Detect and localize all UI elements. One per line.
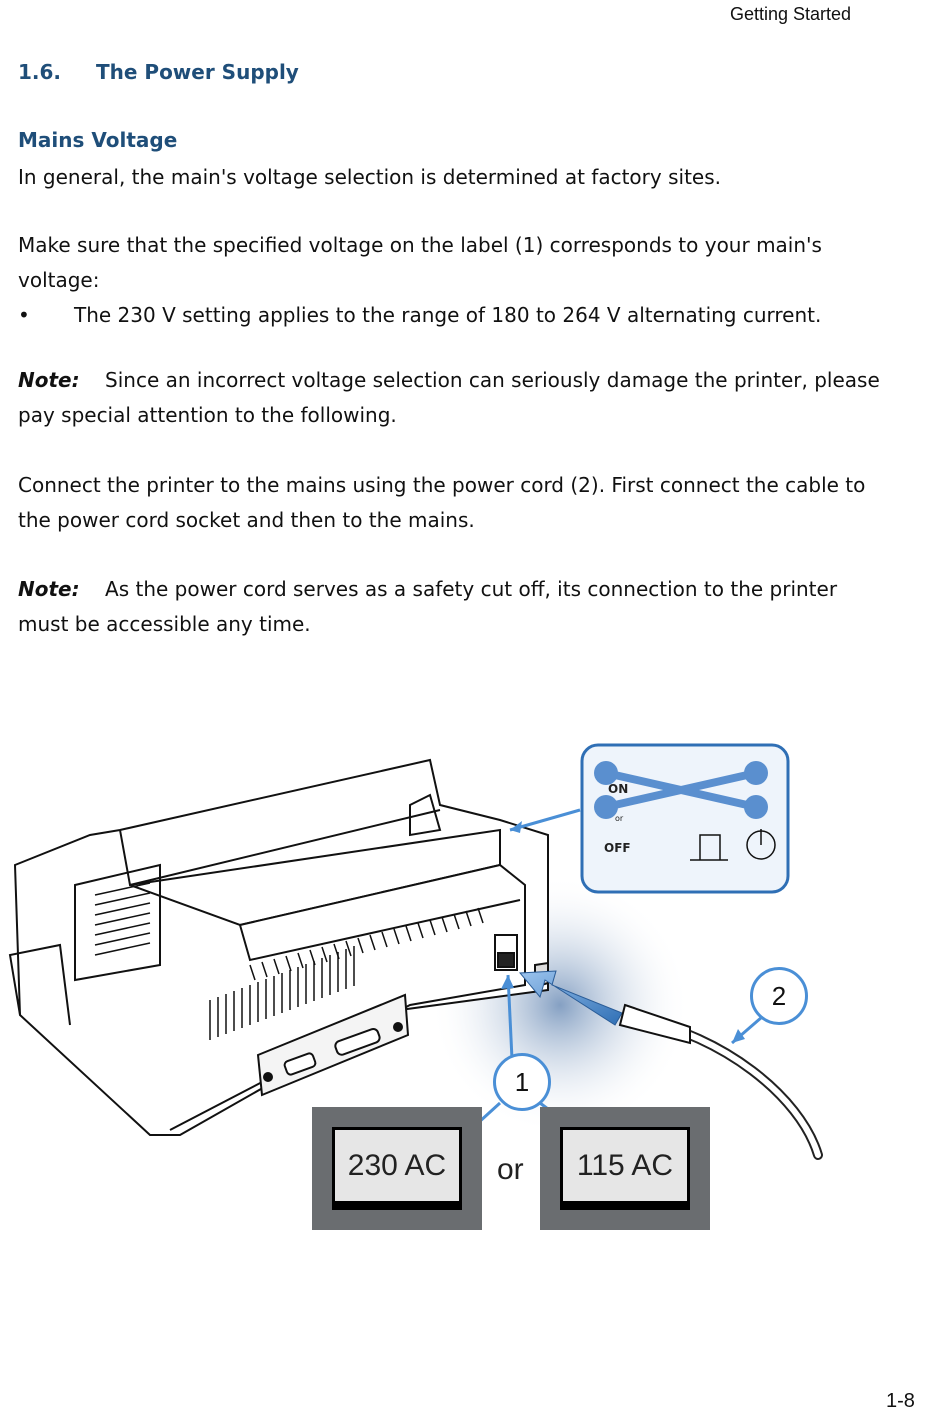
- note-text: As the power cord serves as a safety cut…: [18, 577, 838, 636]
- socket-arrow-icon: [518, 970, 623, 1026]
- label-230-ac: 230 AC: [312, 1107, 482, 1230]
- bullet-item: • The 230 V setting applies to the range …: [18, 300, 821, 330]
- label-115-text: 115 AC: [563, 1130, 687, 1201]
- label-115-ac: 115 AC: [540, 1107, 710, 1230]
- paragraph-label-check: Make sure that the specified voltage on …: [18, 233, 822, 292]
- switch-off-text: OFF: [604, 841, 631, 855]
- note-label: Note:: [18, 577, 80, 601]
- section-title: 1.6. The Power Supply: [18, 60, 299, 84]
- bullet-icon: •: [18, 303, 30, 327]
- printer-power-figure: ON or OFF 1 2 230 AC or 115 AC: [0, 735, 950, 1255]
- label-230-text: 230 AC: [335, 1130, 459, 1201]
- subheading-mains-voltage: Mains Voltage: [18, 128, 178, 152]
- note-label: Note:: [18, 368, 80, 392]
- switch-cross-lines: [602, 769, 760, 811]
- power-plug-icon: [618, 1003, 691, 1045]
- paragraph-general: In general, the main's voltage selection…: [18, 165, 721, 189]
- note-voltage: Note: Since an incorrect voltage selecti…: [18, 363, 888, 433]
- or-text: or: [497, 1153, 524, 1186]
- switch-on-text: ON: [608, 782, 628, 796]
- printer-vents: [94, 882, 484, 1040]
- note-power-cord: Note: As the power cord serves as a safe…: [18, 572, 888, 642]
- printer-body: [8, 758, 549, 1136]
- bullet-text: The 230 V setting applies to the range o…: [74, 303, 822, 327]
- section-title-text: The Power Supply: [96, 60, 299, 84]
- callout-2: 2: [750, 967, 808, 1025]
- switch-symbols: [690, 829, 776, 861]
- callout-1: 1: [493, 1053, 551, 1111]
- note-text: Since an incorrect voltage selection can…: [18, 368, 880, 427]
- section-number: 1.6.: [18, 60, 62, 84]
- inset-pointer-line: [509, 808, 581, 832]
- paragraph-connect: Connect the printer to the mains using t…: [18, 473, 866, 532]
- page-number: 1-8: [886, 1390, 915, 1412]
- running-header: Getting Started: [730, 4, 852, 24]
- switch-or-text: or: [615, 814, 624, 823]
